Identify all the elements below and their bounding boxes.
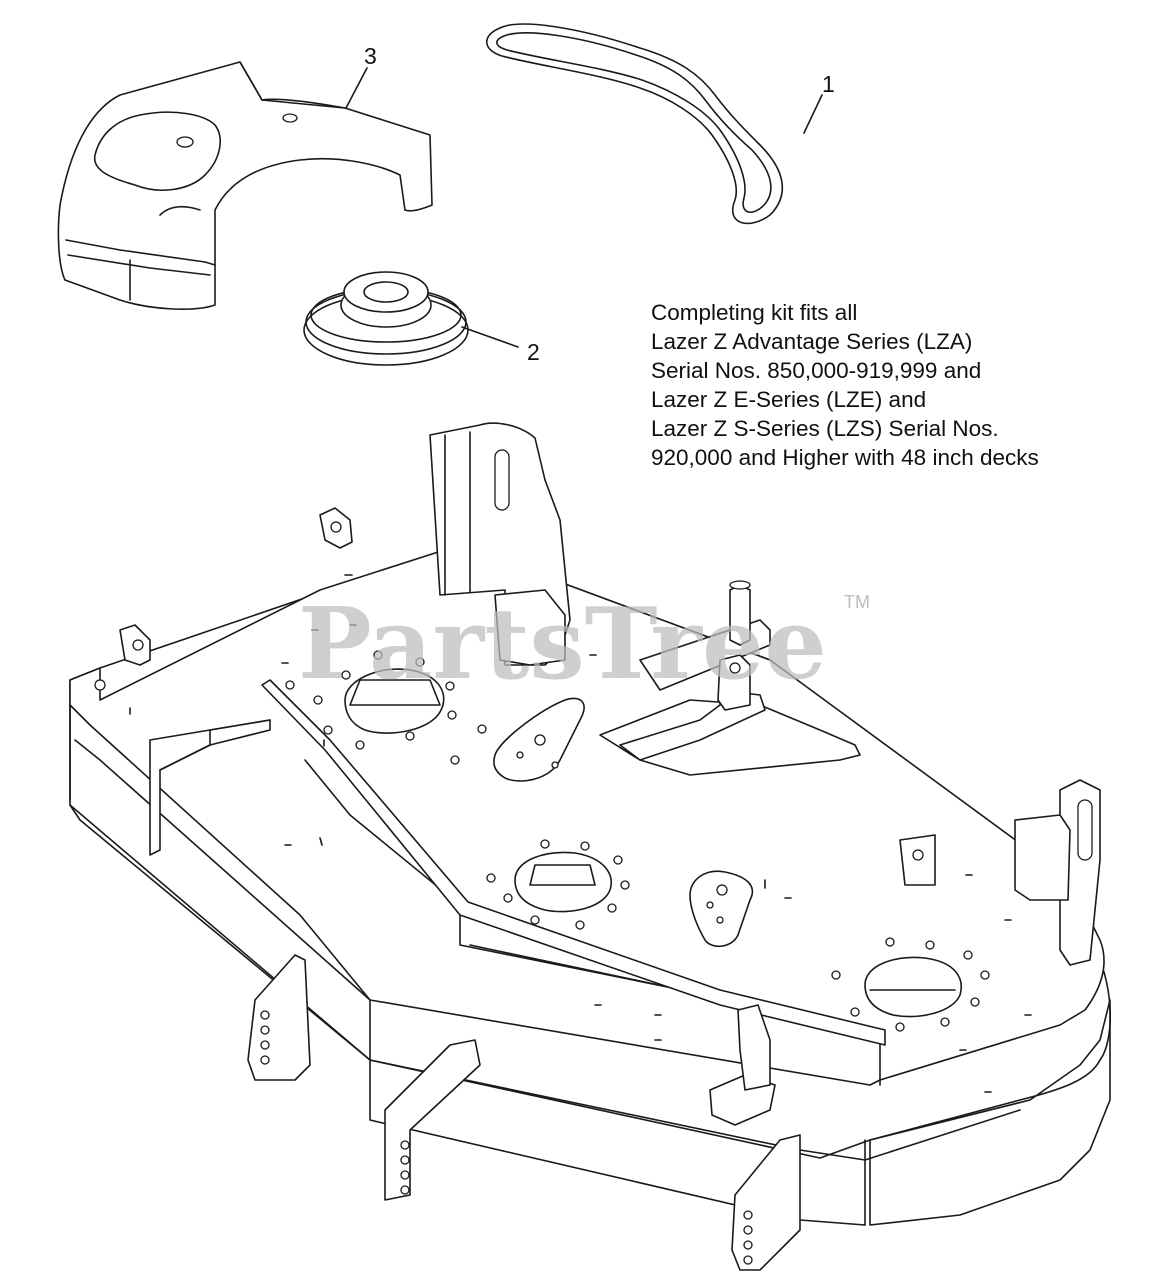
callout-cover: 3 — [364, 43, 377, 69]
callout-leader-pulley — [461, 326, 519, 348]
idler-pulley[interactable] — [303, 271, 469, 366]
note-line-4: Lazer Z E-Series (LZE) and — [651, 387, 926, 412]
watermark: PartsTree TM — [298, 587, 870, 702]
note-line-6: 920,000 and Higher with 48 inch decks — [651, 445, 1039, 470]
belt-cover[interactable] — [57, 61, 433, 310]
note-line-2: Lazer Z Advantage Series (LZA) — [651, 329, 972, 354]
note-line-1: Completing kit fits all — [651, 300, 857, 325]
callout-leader-cover — [345, 67, 368, 109]
callout-pulley: 2 — [527, 339, 540, 365]
callout-leader-belt — [803, 94, 823, 134]
callout-belt: 1 — [822, 71, 835, 97]
note-line-3: Serial Nos. 850,000-919,999 and — [651, 358, 981, 383]
mower-deck[interactable] — [69, 422, 1112, 1271]
drive-belt[interactable] — [485, 23, 784, 225]
compatibility-note: Completing kit fits all Lazer Z Advantag… — [651, 300, 1039, 470]
watermark-tm: TM — [844, 592, 870, 612]
note-line-5: Lazer Z S-Series (LZS) Serial Nos. — [651, 416, 999, 441]
watermark-text: PartsTree — [298, 587, 827, 702]
